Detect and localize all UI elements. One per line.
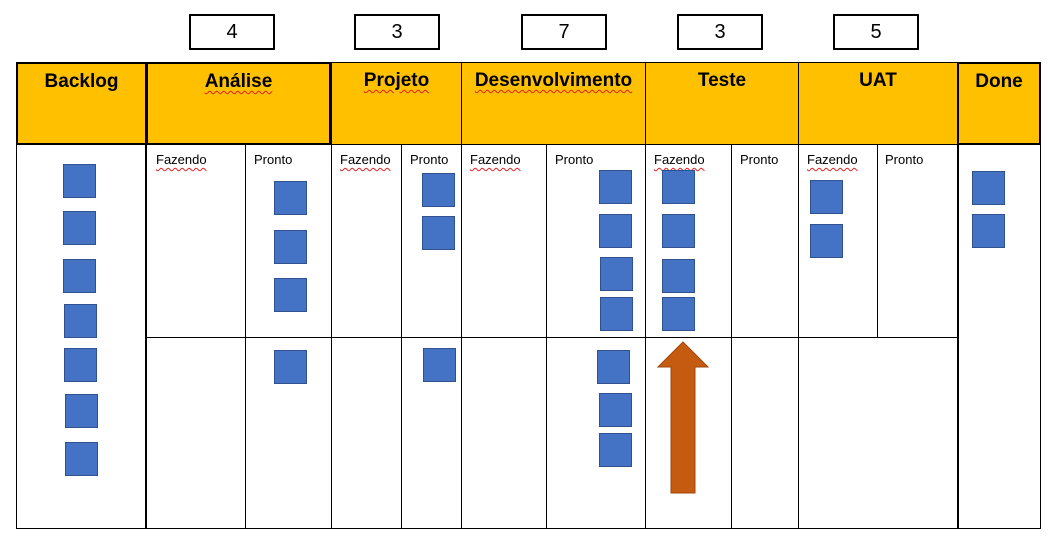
card-done[interactable] [972, 214, 1005, 248]
header-uat-label: UAT [859, 70, 897, 91]
header-analise: Análise [146, 62, 331, 145]
card-dev-ready[interactable] [600, 297, 633, 331]
header-desenvolvimento: Desenvolvimento [461, 62, 646, 145]
card-done[interactable] [972, 171, 1005, 205]
wip-limit-uat: 5 [833, 14, 919, 50]
card-uat-doing[interactable] [810, 224, 843, 258]
divider-uat-doing-ready [877, 145, 878, 337]
card-backlog[interactable] [64, 348, 97, 382]
card-uat-doing[interactable] [810, 180, 843, 214]
projeto-ready-label: Pronto [410, 152, 449, 167]
card-analise-ready[interactable] [274, 350, 307, 384]
card-analise-ready[interactable] [274, 230, 307, 264]
card-teste-doing[interactable] [662, 259, 695, 293]
card-projeto-ready[interactable] [422, 173, 455, 207]
header-desenvolvimento-label: Desenvolvimento [474, 70, 633, 91]
projeto-doing-label: Fazendo [340, 152, 391, 167]
card-backlog[interactable] [64, 304, 97, 338]
card-backlog[interactable] [63, 259, 96, 293]
uat-doing-label: Fazendo [807, 152, 858, 167]
dev-ready-label: Pronto [555, 152, 594, 167]
card-projeto-ready[interactable] [423, 348, 456, 382]
wip-limit-desenvolvimento: 7 [521, 14, 607, 50]
header-backlog: Backlog [16, 62, 147, 145]
card-backlog[interactable] [65, 442, 98, 476]
header-teste: Teste [645, 62, 799, 145]
header-projeto: Projeto [331, 62, 462, 145]
analise-ready-label: Pronto [254, 152, 293, 167]
header-uat: UAT [798, 62, 958, 145]
uat-ready-label: Pronto [885, 152, 924, 167]
card-projeto-ready[interactable] [422, 216, 455, 250]
card-analise-ready[interactable] [274, 181, 307, 215]
header-backlog-label: Backlog [44, 71, 119, 92]
header-done-label: Done [975, 71, 1023, 92]
card-analise-ready[interactable] [274, 278, 307, 312]
card-dev-ready[interactable] [597, 350, 630, 384]
wip-limit-teste: 3 [677, 14, 763, 50]
card-dev-ready[interactable] [599, 170, 632, 204]
pull-arrow-icon [657, 341, 709, 494]
done-body [957, 145, 1041, 529]
card-dev-ready[interactable] [599, 393, 632, 427]
card-teste-doing[interactable] [662, 297, 695, 331]
lane-divider [146, 337, 958, 338]
card-teste-doing[interactable] [662, 170, 695, 204]
card-teste-doing[interactable] [662, 214, 695, 248]
dev-doing-label: Fazendo [470, 152, 521, 167]
card-dev-ready[interactable] [600, 257, 633, 291]
header-done: Done [957, 62, 1041, 145]
card-backlog[interactable] [63, 164, 96, 198]
teste-doing-label: Fazendo [654, 152, 705, 167]
card-dev-ready[interactable] [599, 433, 632, 467]
header-analise-label: Análise [204, 71, 273, 92]
wip-limit-analise: 4 [189, 14, 275, 50]
teste-ready-label: Pronto [740, 152, 779, 167]
wip-limit-projeto: 3 [354, 14, 440, 50]
card-backlog[interactable] [63, 211, 96, 245]
analise-doing-label: Fazendo [156, 152, 207, 167]
header-teste-label: Teste [697, 70, 747, 91]
header-projeto-label: Projeto [363, 70, 430, 91]
card-dev-ready[interactable] [599, 214, 632, 248]
card-backlog[interactable] [65, 394, 98, 428]
middle-body [146, 145, 958, 529]
